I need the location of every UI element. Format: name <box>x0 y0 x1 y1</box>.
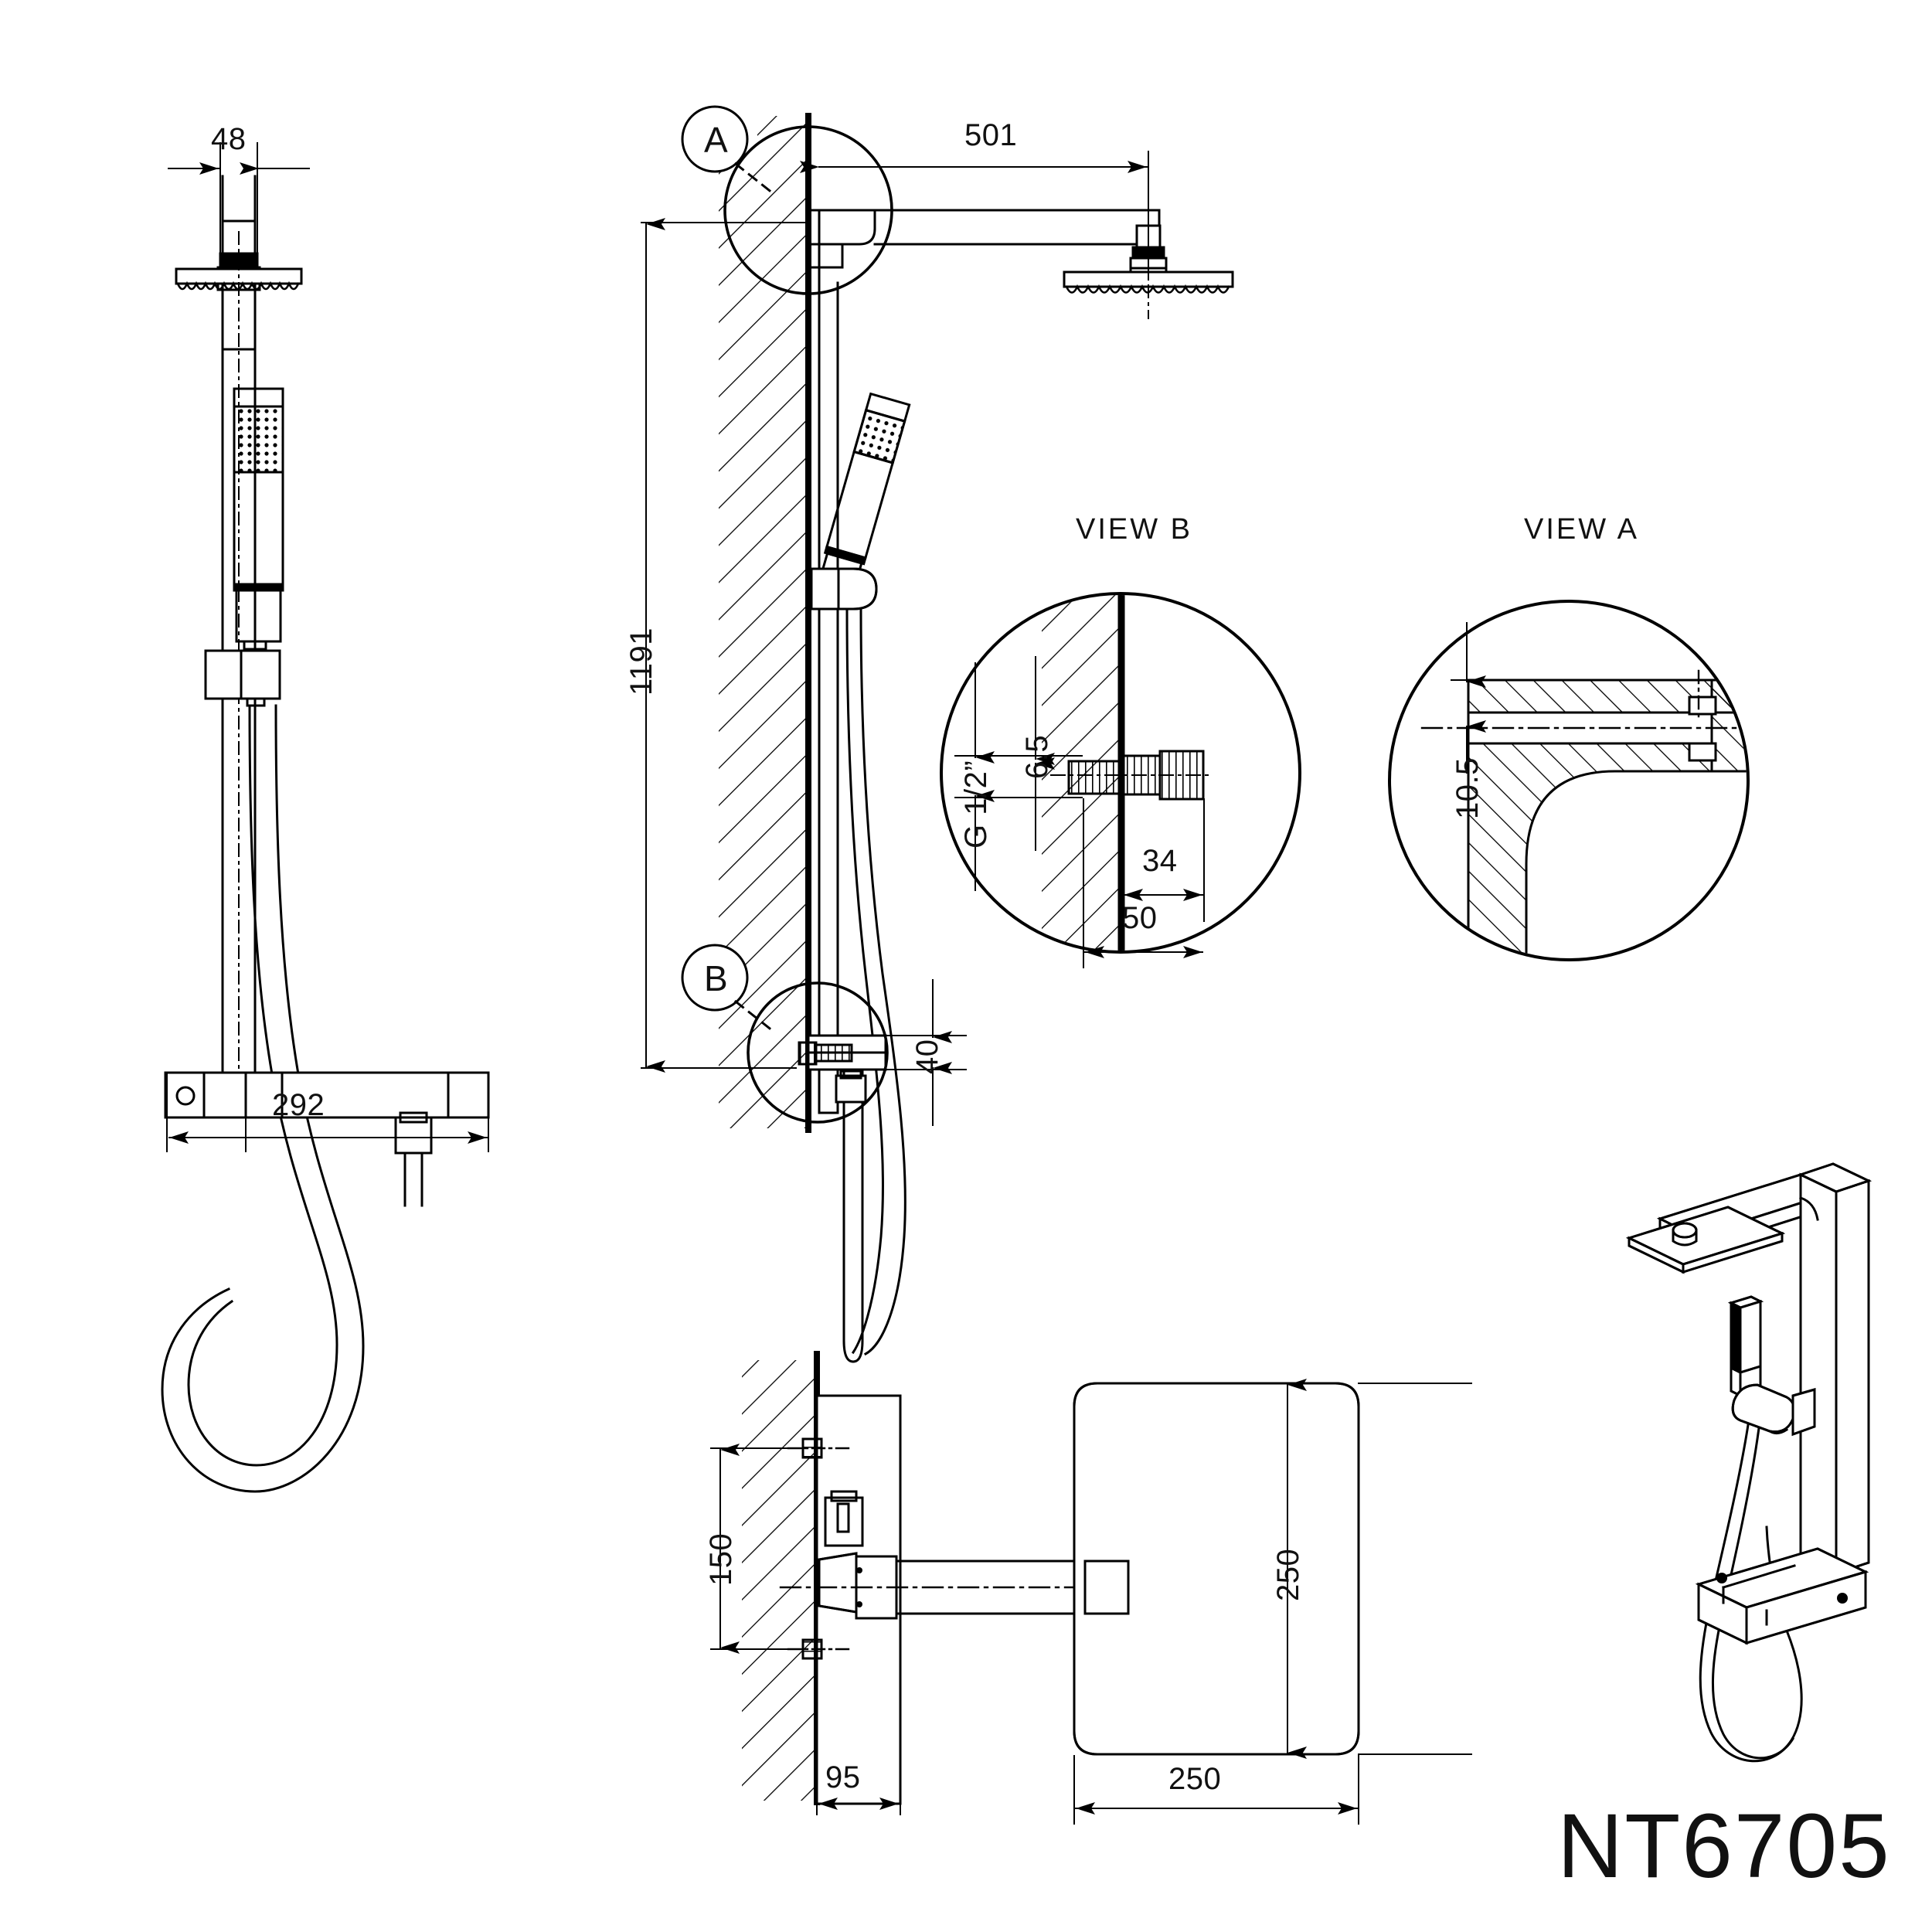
dimension-1191 <box>641 218 808 1073</box>
hose-side <box>161 704 365 1493</box>
view-front-section <box>641 105 1234 1363</box>
dimension-label-34: 34 <box>1142 844 1178 878</box>
shower-arm <box>807 209 1161 269</box>
detail-circle-a <box>723 125 893 295</box>
riser-bar-front <box>818 209 839 1114</box>
dimension-label-95: 95 <box>825 1760 861 1794</box>
dimension-40 <box>885 979 967 1126</box>
detail-b-title: VIEW B <box>1076 513 1193 546</box>
dimension-label-48: 48 <box>211 122 247 156</box>
arm-wall-connector-plan <box>818 1490 898 1620</box>
detail-bubble-a-label: A <box>704 120 728 160</box>
dimension-150 <box>710 1444 804 1654</box>
dimension-thread-size <box>954 662 1083 891</box>
dimension-label-150: 150 <box>704 1532 738 1586</box>
model-number: NT6705 <box>1557 1795 1891 1897</box>
dimension-label-1191: 1191 <box>624 627 658 696</box>
slide-bracket-front <box>810 567 878 611</box>
dimension-label-50: 50 <box>1122 901 1158 935</box>
dimension-10p5 <box>1451 622 1531 774</box>
detail-circle-b <box>747 981 889 1124</box>
detail-bubble-a <box>681 105 749 173</box>
dimension-label-10p5: 10.5 <box>1451 757 1485 819</box>
dimension-250-horizontal <box>1073 1755 1359 1825</box>
inlet-block-front <box>798 1034 887 1104</box>
dimension-50 <box>1083 798 1203 968</box>
dimension-label-292: 292 <box>272 1088 325 1122</box>
dimension-48 <box>168 142 310 264</box>
dimension-label-501: 501 <box>964 118 1018 152</box>
leader-a <box>733 162 775 196</box>
detail-bubble-b-label: B <box>704 958 728 998</box>
dimension-250-vertical <box>1287 1379 1472 1759</box>
dimension-label-250-horizontal: 250 <box>1168 1762 1222 1796</box>
dimension-34 <box>1121 798 1205 922</box>
view-detail-a <box>1388 600 1750 961</box>
dimension-label-250-vertical: 250 <box>1271 1548 1305 1601</box>
hand-shower-side <box>233 387 284 651</box>
slide-bracket-side <box>204 649 281 707</box>
detail-a-circle <box>1388 600 1750 961</box>
riser-top-pipe <box>221 175 257 223</box>
leader-b <box>733 999 775 1033</box>
head-boss-plan <box>1083 1560 1130 1615</box>
wall-hatch-upper <box>757 116 807 1128</box>
dimension-292 <box>166 1072 489 1152</box>
dimension-label-thread-size: G 1/2” <box>959 760 993 849</box>
dimension-501 <box>800 151 1149 279</box>
hose-outlet-side <box>394 1111 433 1207</box>
view-detail-b <box>940 592 1301 968</box>
view-plan-section <box>710 1351 1472 1825</box>
view-isometric <box>1625 1162 1872 1763</box>
detail-a-title: VIEW A <box>1524 513 1639 546</box>
hose-front <box>842 607 906 1363</box>
dimension-label-6p5: 6.5 <box>1020 734 1054 779</box>
dimension-label-40: 40 <box>910 1039 944 1075</box>
dimension-95 <box>816 1746 901 1815</box>
detail-bubble-b <box>681 944 749 1012</box>
view-side-elevation <box>161 142 490 1493</box>
thermostatic-bar-side <box>164 1071 490 1119</box>
